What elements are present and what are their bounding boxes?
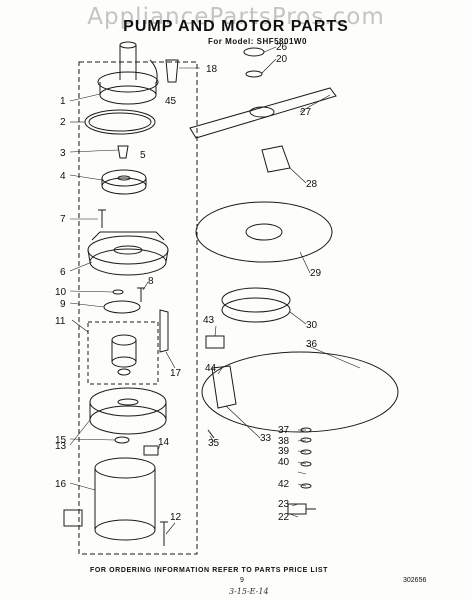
spray-arm [189, 87, 337, 139]
grommet [143, 445, 159, 456]
tub-seal [201, 351, 399, 433]
callout-17: 17 [170, 368, 182, 379]
callout-39: 39 [278, 446, 290, 457]
handwritten-note: 3-15-E-14 [229, 587, 269, 596]
motor-mount [89, 387, 167, 435]
callout-5: 5 [140, 150, 146, 161]
callout-42: 42 [278, 479, 290, 490]
callout-10: 10 [55, 287, 67, 298]
callout-18: 18 [206, 64, 218, 75]
callout-4: 4 [60, 171, 66, 182]
clip [205, 335, 225, 349]
callout-3: 3 [60, 148, 66, 159]
model-number: For Model: SHF5801W0 [208, 37, 307, 46]
heater-bracket [211, 365, 237, 409]
callout-20: 20 [276, 54, 288, 65]
callout-44: 44 [205, 363, 217, 374]
callout-7: 7 [60, 214, 66, 225]
screw-3 [160, 521, 168, 546]
washer-40 [300, 461, 312, 467]
washer-2 [114, 436, 130, 444]
washer-3 [245, 70, 263, 78]
screw-2 [137, 287, 145, 302]
callout-labels: 1 2 3 4 5 6 7 8 9 10 11 12 13 14 15 16 1… [55, 42, 322, 523]
chopper-impeller [111, 334, 137, 376]
callout-26: 26 [276, 42, 288, 53]
callout-37: 37 [278, 425, 290, 436]
callout-11: 11 [55, 316, 66, 327]
filter-disc [195, 201, 333, 263]
callout-12: 12 [170, 512, 182, 523]
pump-seal-ring [221, 287, 291, 313]
callout-30: 30 [306, 320, 318, 331]
pump-assembly-boundary [78, 61, 198, 555]
fitting-23 [287, 503, 307, 515]
callout-33: 33 [260, 433, 272, 444]
nut-39 [300, 449, 312, 455]
clamp [165, 59, 179, 83]
callout-6: 6 [60, 267, 66, 278]
callout-29: 29 [310, 268, 322, 279]
callout-8: 8 [148, 276, 154, 287]
callout-14: 14 [158, 437, 170, 448]
callout-13: 13 [55, 441, 67, 452]
motor [63, 457, 156, 541]
nut [207, 429, 215, 439]
reference-number: 302656 [403, 577, 427, 584]
callout-1: 1 [60, 96, 66, 107]
callout-23: 23 [278, 499, 290, 510]
small-seal [117, 145, 129, 159]
page-number: 9 [240, 577, 244, 584]
screw [98, 209, 106, 228]
seal-plate [103, 300, 141, 314]
spray-arm-cap [243, 47, 265, 57]
watermark: AppliancePartsPros.com [87, 4, 385, 30]
callout-35: 35 [208, 438, 220, 449]
gasket-ring [84, 109, 156, 135]
diagram-title: PUMP AND MOTOR PARTS [123, 18, 349, 35]
impeller-group-boundary [87, 321, 159, 385]
callout-43: 43 [203, 315, 215, 326]
callout-36: 36 [306, 339, 318, 350]
filter-screen [261, 145, 291, 173]
pump-housing-top [97, 41, 159, 105]
callout-15: 15 [55, 435, 67, 446]
callout-9: 9 [60, 299, 66, 310]
callout-40: 40 [278, 457, 290, 468]
callout-16: 16 [55, 479, 67, 490]
pump-body [87, 231, 169, 276]
callout-28: 28 [306, 179, 318, 190]
washer-42 [300, 483, 312, 489]
callout-2: 2 [60, 117, 66, 128]
bracket [159, 309, 169, 353]
callout-45: 45 [165, 96, 177, 107]
washer-38 [300, 437, 312, 443]
impeller-disc [101, 169, 147, 195]
callout-27: 27 [300, 107, 312, 118]
callout-22: 22 [278, 512, 290, 523]
ordering-info-note: FOR ORDERING INFORMATION REFER TO PARTS … [90, 567, 329, 574]
callout-38: 38 [278, 436, 290, 447]
washer [112, 289, 124, 295]
